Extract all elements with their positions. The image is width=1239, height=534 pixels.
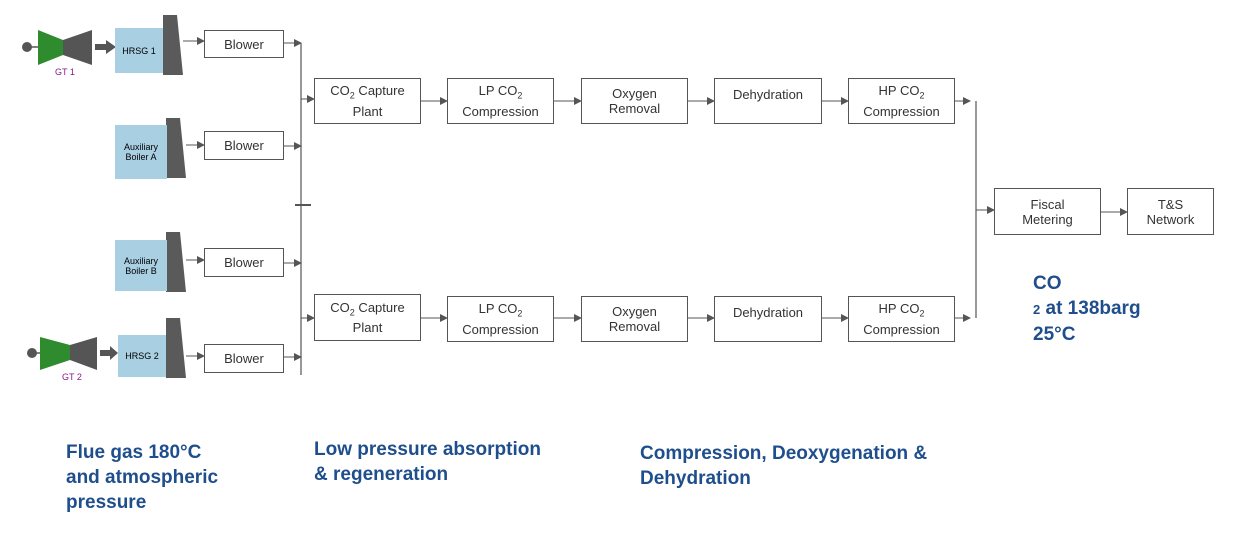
gt2-label: GT 2 xyxy=(62,372,82,382)
flue-gas-annotation: Flue gas 180°C and atmospheric pressure xyxy=(66,442,219,513)
lp-co2-compression-2-box: LP CO2 Compression xyxy=(447,296,554,342)
oxygen-removal-1-box: Oxygen Removal xyxy=(581,78,688,124)
co2-capture-plant-1-box: CO2 Capture Plant xyxy=(314,78,421,124)
co2-capture-plant-2-box: CO2 Capture Plant xyxy=(314,294,421,341)
low-pressure-annotation: Low pressure absorption & regeneration xyxy=(314,439,541,485)
blower-1-box: Blower xyxy=(204,30,284,58)
dehydration-2-box: Dehydration xyxy=(714,296,822,342)
gt2-turbine-icon xyxy=(70,337,97,370)
stack-3-icon xyxy=(166,232,186,292)
gt1-exhaust-arrow-icon xyxy=(95,40,116,54)
blower-4-box: Blower xyxy=(204,344,284,373)
hp-co2-compression-2-box: HP CO2 Compression xyxy=(848,296,955,342)
blower-2-box: Blower xyxy=(204,131,284,160)
auxiliary-boiler-a-box: Auxiliary Boiler A xyxy=(115,125,167,179)
gt1-turbine-icon xyxy=(63,30,92,65)
auxiliary-boiler-b-box: Auxiliary Boiler B xyxy=(115,240,167,291)
boiler-b-line2: Boiler B xyxy=(125,265,157,276)
hrsg-1-box: HRSG 1 xyxy=(115,28,163,73)
hrsg-2-box: HRSG 2 xyxy=(118,335,166,377)
oxygen-removal-2-box: Oxygen Removal xyxy=(581,296,688,342)
stack-2-icon xyxy=(166,118,186,178)
boiler-a-line2: Boiler A xyxy=(125,152,157,162)
stack-1-icon xyxy=(163,15,183,75)
ts-network-box: T&S Network xyxy=(1127,188,1214,235)
boiler-a-line1: Auxiliary xyxy=(123,142,158,152)
compression-annotation: Compression, Deoxygenation & Dehydration xyxy=(640,443,928,489)
dehydration-1-box: Dehydration xyxy=(714,78,822,124)
gt2-compressor-icon xyxy=(40,337,70,370)
fiscal-metering-box: Fiscal Metering xyxy=(994,188,1101,235)
blower-3-box: Blower xyxy=(204,248,284,277)
gt1-compressor-icon xyxy=(38,30,63,65)
stack-4-icon xyxy=(166,318,186,378)
boiler-b-line1: Auxiliary xyxy=(123,255,158,266)
gt2-exhaust-arrow-icon xyxy=(100,346,118,360)
hp-co2-compression-1-box: HP CO2 Compression xyxy=(848,78,955,124)
gt1-label: GT 1 xyxy=(55,67,75,77)
lp-co2-compression-1-box: LP CO2 Compression xyxy=(447,78,554,124)
